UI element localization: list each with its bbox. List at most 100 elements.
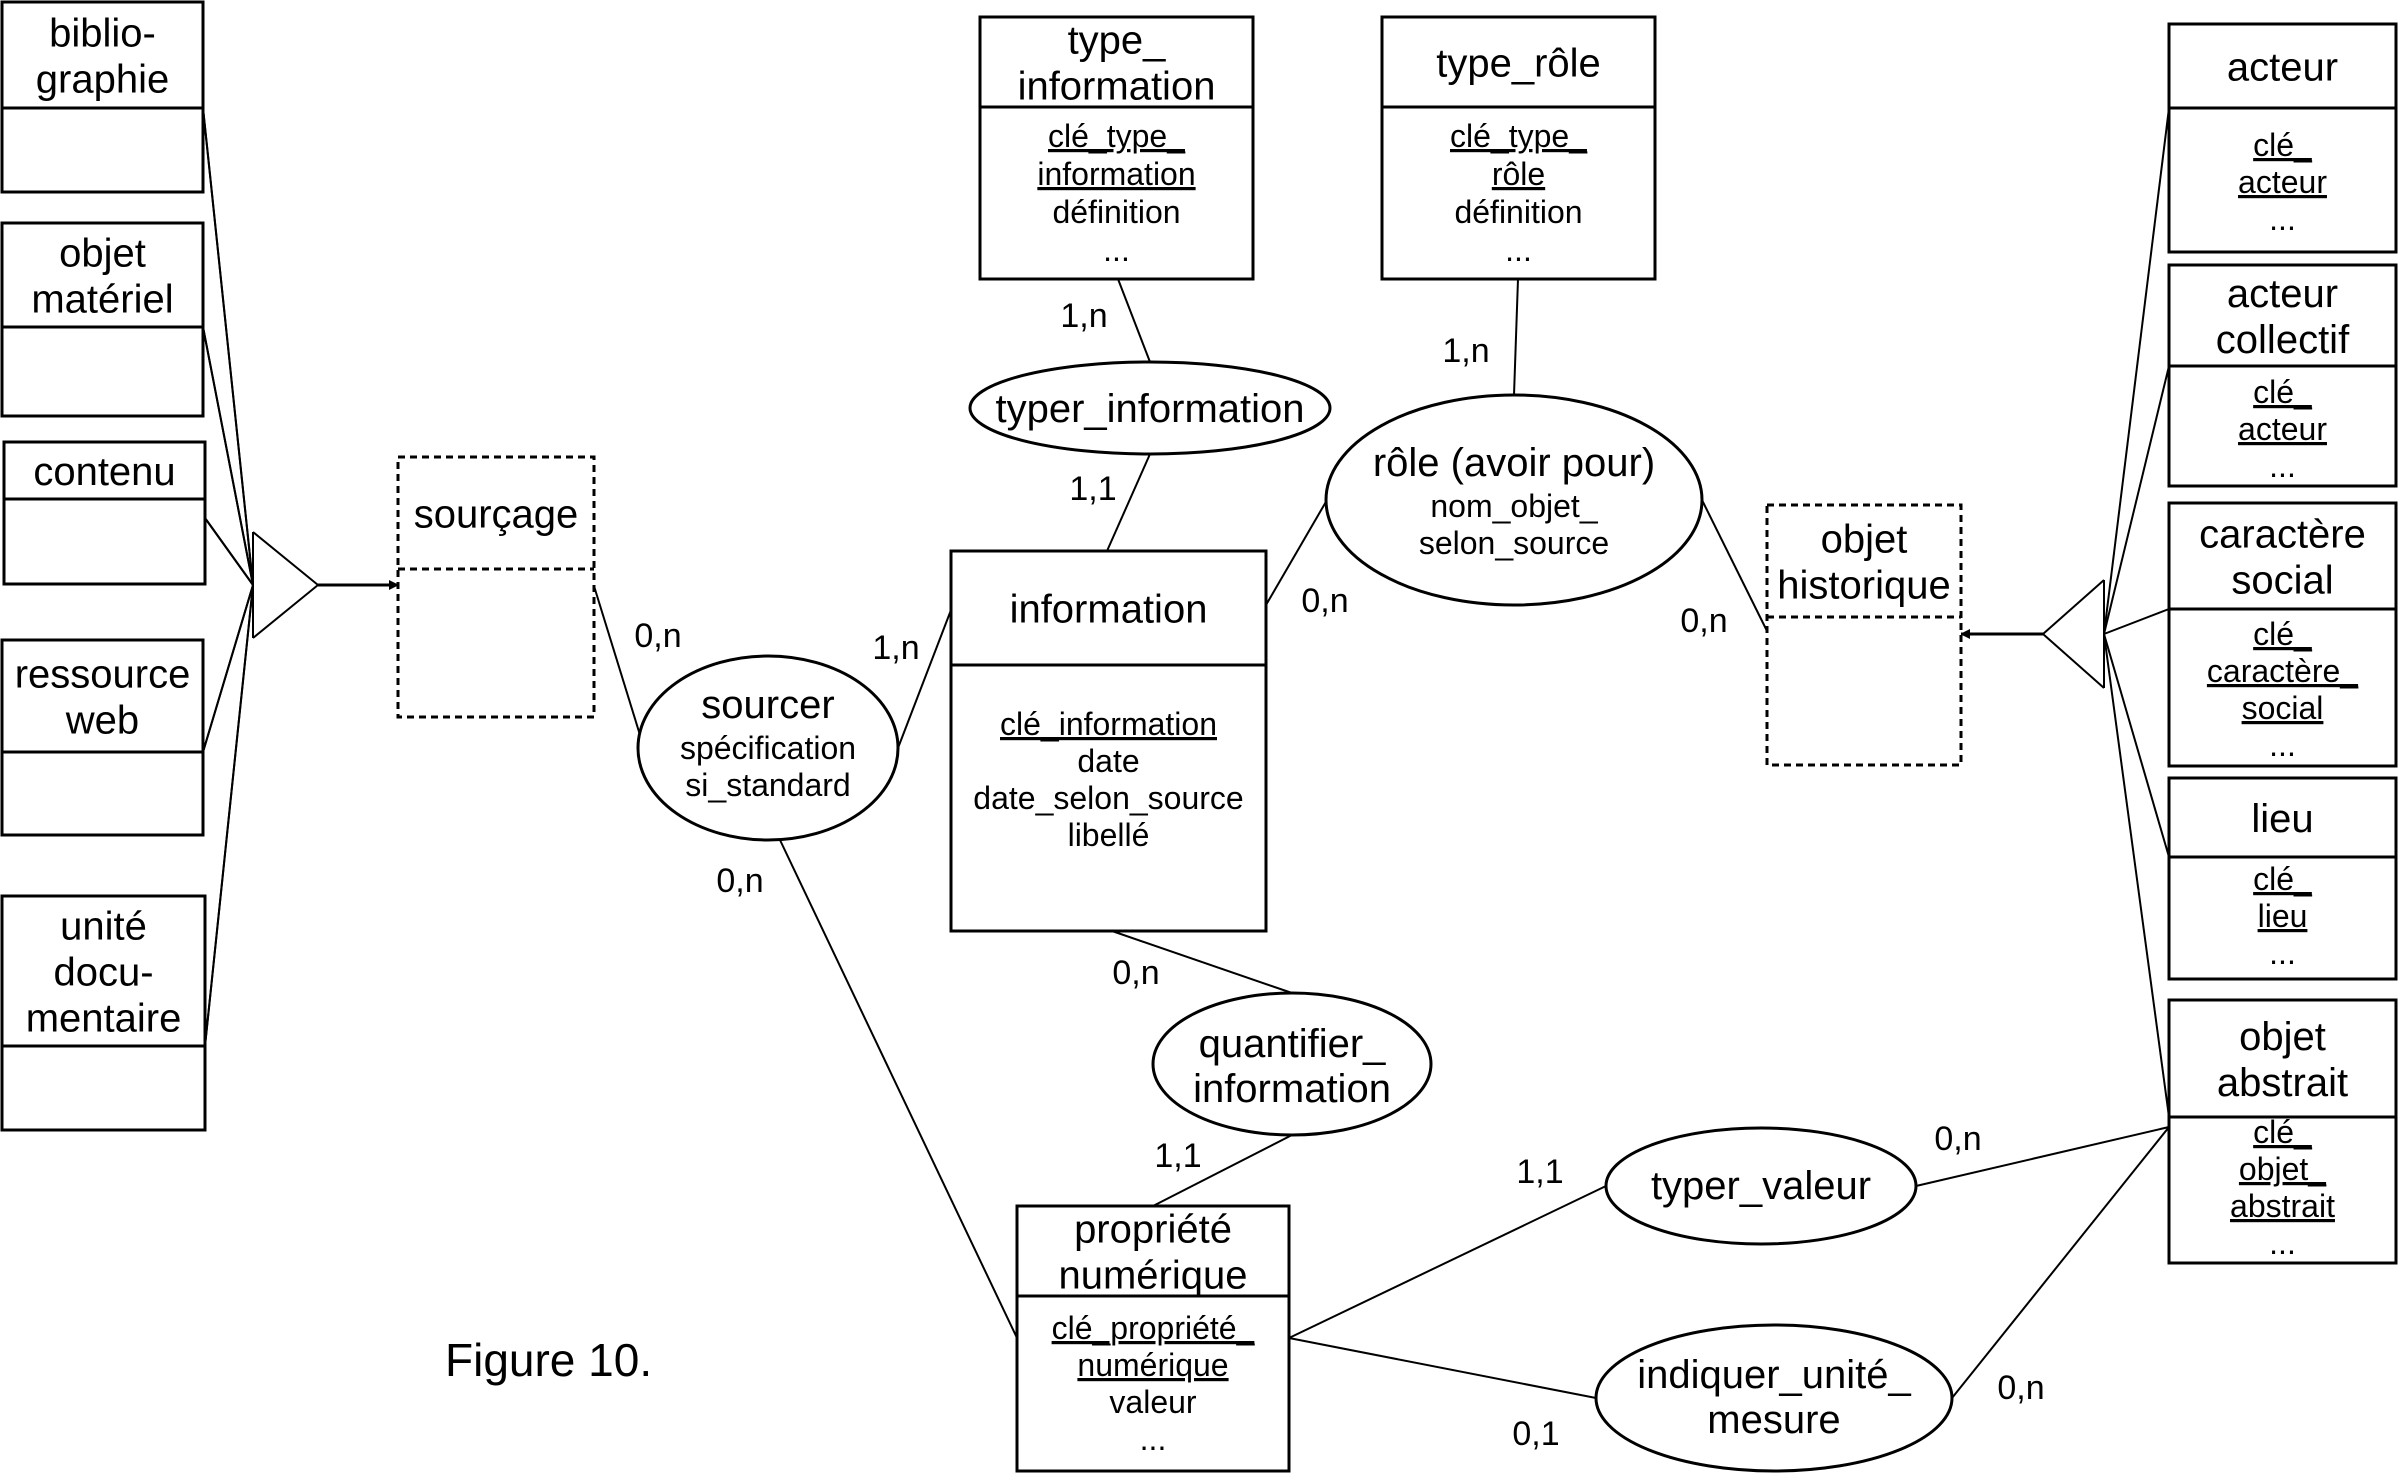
- entity-box: [396, 455, 596, 719]
- entity-caractere-social: caractèresocialclé_caractère_social...: [2167, 501, 2398, 768]
- entity-type-role: type_rôle clé_type_rôledéfinition...: [1380, 15, 1657, 281]
- entity-title: type_: [1068, 18, 1167, 62]
- relationship-typer-valeur: typer_valeur: [1604, 1126, 1918, 1246]
- cardinality-objet-abstrait-typer-valeur: 0,n: [1934, 1120, 1981, 1158]
- relationship-name: quantifier_: [1199, 1022, 1387, 1066]
- entity-title: web: [65, 698, 139, 742]
- specialization-line: [252, 531, 319, 586]
- relationship-attribute: selon_source: [1419, 525, 1609, 561]
- relationship-ellipse: [1594, 1323, 1954, 1473]
- entity-title: ressource: [15, 652, 191, 696]
- entity-attribute: ...: [2269, 935, 2296, 971]
- association-line: [779, 839, 1018, 1339]
- entity-sourcage: sourçage: [396, 455, 596, 719]
- association-line: [1152, 1134, 1293, 1207]
- entity-attribute: ...: [1140, 1421, 1167, 1457]
- entity-box: [2167, 22, 2398, 254]
- entity-box: [1015, 1204, 1291, 1473]
- entity-propriete-numerique: propriéténumériqueclé_propriété_numériqu…: [1015, 1204, 1291, 1473]
- figure-label: Figure 10.: [445, 1334, 652, 1386]
- specialization-line: [2103, 633, 2170, 1118]
- entity-box: [0, 638, 205, 837]
- entity-key: clé_: [2253, 861, 2313, 897]
- relationship-attribute: si_standard: [685, 767, 850, 803]
- entity-box: [2167, 998, 2398, 1265]
- connector-lines: [202, 107, 2170, 1399]
- entity-title: type_rôle: [1436, 41, 1601, 85]
- entity-attribute: ...: [2269, 727, 2296, 763]
- entity-attribute: ...: [1103, 232, 1130, 268]
- entity-key: abstrait: [2230, 1188, 2335, 1224]
- cardinality-type-information-typer: 1,n: [1060, 297, 1107, 335]
- entity-title: social: [2231, 558, 2333, 602]
- entity-key: clé_propriété_: [1052, 1310, 1256, 1346]
- entity-title: objet: [59, 231, 146, 275]
- entity-title: unité: [60, 904, 147, 948]
- entity-key: numérique: [1077, 1347, 1228, 1383]
- association-line: [1117, 278, 1151, 363]
- entity-information: informationclé_informationdatedate_selon…: [949, 549, 1268, 933]
- entity-bibliographie: biblio-graphie: [0, 0, 205, 194]
- entity-acteur: acteurclé_acteur...: [2167, 22, 2398, 254]
- cardinality-propriete-typer-valeur: 1,1: [1516, 1153, 1563, 1191]
- relationship-ellipse: [636, 654, 900, 842]
- entity-objet-abstrait: objetabstraitclé_objet_abstrait...: [2167, 998, 2398, 1265]
- entity-key: rôle: [1492, 156, 1545, 192]
- relationship-typer-information: typer_information: [968, 360, 1332, 456]
- entity-attribute: ...: [1505, 232, 1532, 268]
- entity-box: [2, 440, 207, 586]
- entity-title: acteur: [2227, 272, 2338, 316]
- entity-title: matériel: [31, 277, 173, 321]
- specialization-line: [204, 517, 254, 586]
- association-line: [1513, 278, 1519, 396]
- relationship-name: sourcer: [701, 683, 834, 727]
- cardinality-objet-historique-role: 0,n: [1680, 602, 1727, 640]
- entity-attribute: ...: [2269, 201, 2296, 237]
- relationship-attribute: spécification: [680, 730, 856, 766]
- entity-key: clé_type_: [1450, 118, 1588, 154]
- entity-title: objet: [2239, 1015, 2326, 1059]
- entity-title: abstrait: [2217, 1061, 2348, 1105]
- entity-title: lieu: [2251, 797, 2313, 841]
- entity-title: numérique: [1058, 1253, 1247, 1297]
- entity-key: acteur: [2238, 164, 2327, 200]
- entity-key: clé_type_: [1048, 118, 1186, 154]
- entity-title: mentaire: [26, 996, 182, 1040]
- entity-attribute: définition: [1454, 194, 1582, 230]
- entity-box: [949, 549, 1268, 933]
- cardinality-information-role: 0,n: [1301, 582, 1348, 620]
- specialization-line: [252, 584, 319, 639]
- relationship-attribute: nom_objet_: [1430, 488, 1598, 524]
- entity-box: [2167, 263, 2398, 488]
- entity-box: [0, 0, 205, 194]
- cardinality-type-role-role: 1,n: [1442, 332, 1489, 370]
- entity-lieu: lieuclé_lieu...: [2167, 776, 2398, 981]
- entity-box: [1765, 503, 1963, 767]
- specialization-line: [2042, 633, 2105, 689]
- relationship-name: information: [1193, 1067, 1391, 1111]
- entity-key: clé_: [2253, 1114, 2313, 1150]
- entity-key: clé_: [2253, 374, 2313, 410]
- relationship-ellipse: [968, 360, 1332, 456]
- association-line: [593, 585, 641, 736]
- cardinality-propriete-sourcer: 0,n: [716, 862, 763, 900]
- specialization-line: [2103, 633, 2170, 858]
- entity-box: [978, 15, 1255, 281]
- entity-type-information: type_informationclé_type_informationdéfi…: [978, 15, 1255, 281]
- cardinality-information-sourcer: 1,n: [872, 629, 919, 667]
- entity-key: objet_: [2239, 1151, 2327, 1187]
- entity-attribute: ...: [2269, 1225, 2296, 1261]
- association-line: [1915, 1126, 2170, 1187]
- entity-key: clé_: [2253, 616, 2313, 652]
- entity-box: [1380, 15, 1657, 281]
- specialization-line: [202, 107, 254, 586]
- entity-attribute: date: [1077, 743, 1139, 779]
- relationship-quantifier-information: quantifier_information: [1151, 991, 1433, 1137]
- entity-title: graphie: [36, 57, 169, 101]
- entity-box: [0, 894, 207, 1132]
- relationship-indiquer-unite-mesure: indiquer_unité_mesure: [1594, 1323, 1954, 1473]
